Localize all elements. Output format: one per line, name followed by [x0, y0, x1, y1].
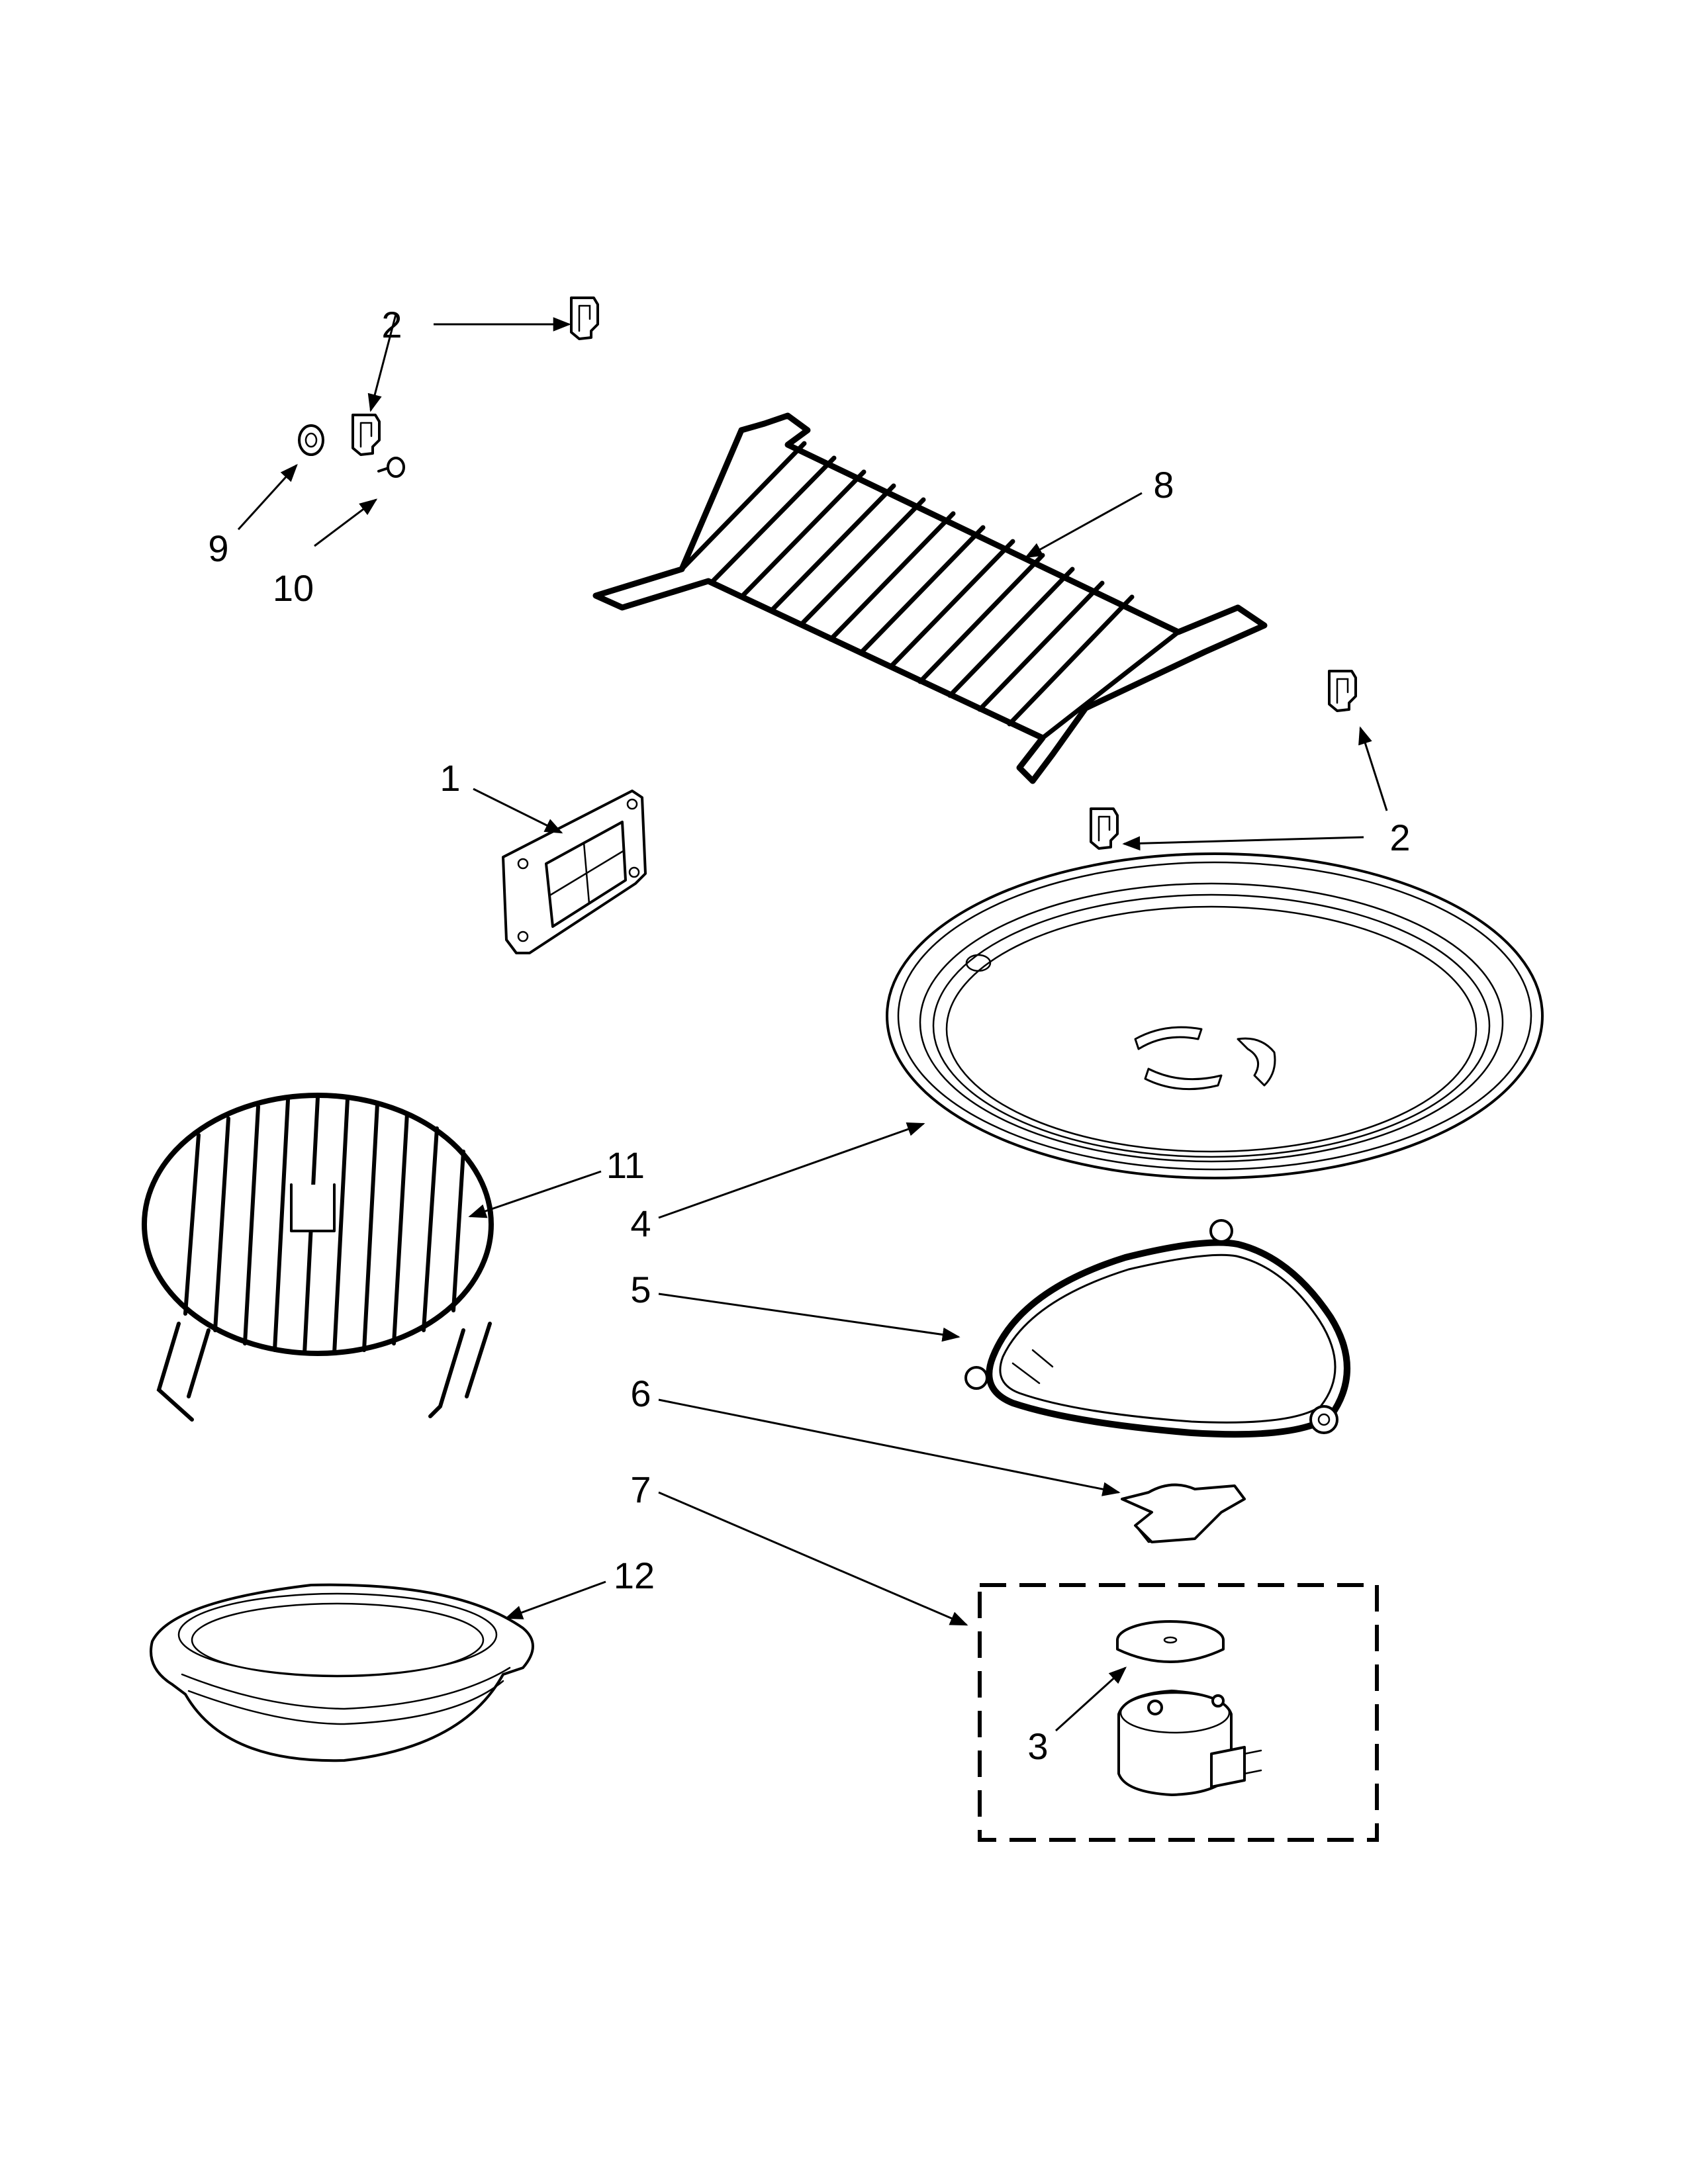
turntable-motor-part [1117, 1690, 1262, 1796]
callout-2-top: 2 [381, 304, 402, 345]
motor-coupler-disc-part [1116, 1620, 1225, 1663]
callout-2-right: 2 [1389, 817, 1410, 858]
oval-dish-part [150, 1583, 534, 1762]
clip-part-top [570, 296, 599, 340]
wire-rack-part [592, 412, 1268, 784]
pin-part [377, 457, 405, 478]
round-rack-part [142, 1093, 494, 1422]
washer-part [298, 424, 324, 456]
callout-1: 1 [440, 757, 460, 799]
callout-7: 7 [630, 1469, 651, 1510]
callout-6: 6 [630, 1373, 651, 1414]
clip-part-right-lower [1090, 807, 1119, 850]
turntable-tray-part [886, 852, 1544, 1179]
kit-boundary-box [978, 1583, 1379, 1842]
callout-8: 8 [1153, 464, 1174, 506]
callout-11: 11 [606, 1144, 645, 1186]
clip-part-right-upper [1328, 670, 1357, 712]
clip-part-left [352, 414, 381, 456]
callout-5: 5 [630, 1269, 651, 1310]
callout-9: 9 [208, 527, 228, 569]
callout-10: 10 [273, 567, 314, 609]
callout-3: 3 [1027, 1725, 1048, 1767]
callout-12: 12 [614, 1555, 655, 1596]
roller-ring-part [964, 1219, 1350, 1438]
filter-part [502, 790, 647, 954]
leader-lines [237, 314, 1388, 1732]
callout-4: 4 [630, 1203, 651, 1244]
coupler-part [1121, 1483, 1246, 1543]
